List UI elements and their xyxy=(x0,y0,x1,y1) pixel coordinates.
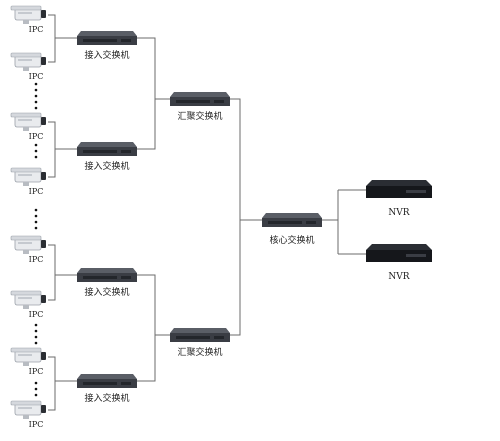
access-switch-icon xyxy=(77,374,137,388)
access-switch-label: 接入交换机 xyxy=(84,49,129,61)
core-switch-icon xyxy=(262,213,322,227)
ellipsis-dot xyxy=(34,381,38,385)
ellipsis-dot xyxy=(34,100,38,104)
aggregation-switch-icon xyxy=(170,92,230,106)
ellipsis-dot xyxy=(34,88,38,92)
aggregation-switch-label: 汇聚交换机 xyxy=(177,346,222,358)
access-switch-label: 接入交换机 xyxy=(84,392,129,404)
ipc-label: IPC xyxy=(29,72,44,81)
access-switch-icon xyxy=(77,31,137,45)
aggregation-link-line xyxy=(230,98,241,336)
ellipsis-dot xyxy=(34,329,38,333)
ipc-label: IPC xyxy=(29,420,44,429)
ipc-camera-icon xyxy=(10,112,47,132)
nvr-label: NVR xyxy=(388,208,409,218)
core-switch-label: 核心交换机 xyxy=(269,234,314,246)
ipc-label: IPC xyxy=(29,187,44,196)
camera-link-line xyxy=(48,244,56,301)
ellipsis-dot xyxy=(34,155,38,159)
access-switch-icon xyxy=(77,268,137,282)
ipc-camera-icon xyxy=(10,167,47,187)
access-link-line xyxy=(137,37,156,150)
camera-link-line xyxy=(48,121,56,178)
access-switch-label: 接入交换机 xyxy=(84,160,129,172)
nvr-device-icon xyxy=(366,244,432,262)
ellipsis-dot xyxy=(34,341,38,345)
nvr-label: NVR xyxy=(388,272,409,282)
ellipsis-dot xyxy=(34,208,38,212)
access-link-line xyxy=(137,274,156,382)
ellipsis-dot xyxy=(34,387,38,391)
ipc-camera-icon xyxy=(10,235,47,255)
ellipsis-dot xyxy=(34,323,38,327)
ellipsis-dot xyxy=(34,393,38,397)
camera-link-line xyxy=(48,14,56,63)
nvr-device-icon xyxy=(366,180,432,198)
ellipsis-dot xyxy=(34,226,38,230)
ellipsis-dot xyxy=(34,149,38,153)
ellipsis-dot xyxy=(34,106,38,110)
ellipsis-dot xyxy=(34,214,38,218)
ipc-camera-icon xyxy=(10,400,47,420)
ipc-label: IPC xyxy=(29,367,44,376)
ipc-camera-icon xyxy=(10,52,47,72)
camera-link-line xyxy=(48,356,56,411)
access-switch-label: 接入交换机 xyxy=(84,286,129,298)
ipc-camera-icon xyxy=(10,347,47,367)
ellipsis-dot xyxy=(34,335,38,339)
ellipsis-dot xyxy=(34,94,38,98)
aggregation-switch-label: 汇聚交换机 xyxy=(177,110,222,122)
ipc-label: IPC xyxy=(29,255,44,264)
aggregation-switch-icon xyxy=(170,328,230,342)
ipc-label: IPC xyxy=(29,310,44,319)
ellipsis-dot xyxy=(34,82,38,86)
ipc-label: IPC xyxy=(29,25,44,34)
ellipsis-dot xyxy=(34,143,38,147)
ipc-camera-icon xyxy=(10,290,47,310)
ellipsis-dot xyxy=(34,220,38,224)
ipc-camera-icon xyxy=(10,5,47,25)
ipc-label: IPC xyxy=(29,132,44,141)
access-switch-icon xyxy=(77,142,137,156)
